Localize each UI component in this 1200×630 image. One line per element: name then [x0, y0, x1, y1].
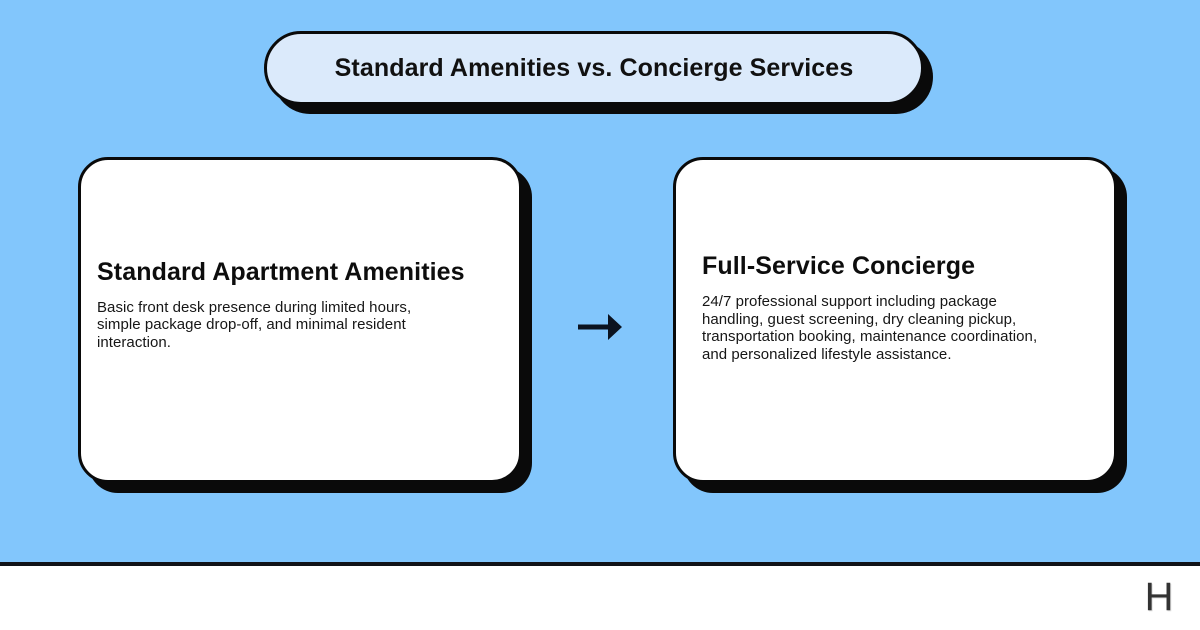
card-after-heading: Full-Service Concierge [702, 252, 976, 280]
page-title: Standard Amenities vs. Concierge Service… [334, 53, 854, 82]
card-before-body: Basic front desk presence during limited… [97, 299, 491, 352]
footer-bar: H [0, 566, 1200, 630]
brand-logo: H [1144, 575, 1174, 619]
card-after-content: Full-Service Concierge 24/7 professional… [702, 251, 1098, 363]
card-before-body-line: simple package drop-off, and minimal res… [97, 316, 406, 334]
card-after-body-line: handling, guest screening, dry cleaning … [702, 310, 1017, 328]
slide-canvas: Standard Amenities vs. Concierge Service… [0, 0, 1200, 562]
arrow-right-icon [560, 296, 640, 358]
card-before-heading: Standard Apartment Amenities [97, 257, 465, 286]
card-after-body-line: and personalized lifestyle assistance. [702, 345, 952, 363]
card-after-body-line: transportation booking, maintenance coor… [702, 328, 1038, 345]
card-before-body-line: interaction. [97, 333, 171, 351]
card-before-content: Standard Apartment Amenities Basic front… [97, 257, 491, 352]
card-after-body: 24/7 professional support including pack… [702, 293, 1098, 363]
slide-title-pill: Standard Amenities vs. Concierge Service… [264, 31, 924, 105]
card-before-body-line: Basic front desk presence during limited… [97, 298, 412, 316]
card-after-body-line: 24/7 professional support including pack… [702, 293, 997, 310]
comparison-card-after: Full-Service Concierge 24/7 professional… [673, 157, 1117, 483]
footer-divider [0, 562, 1200, 566]
comparison-card-before: Standard Apartment Amenities Basic front… [78, 157, 522, 483]
